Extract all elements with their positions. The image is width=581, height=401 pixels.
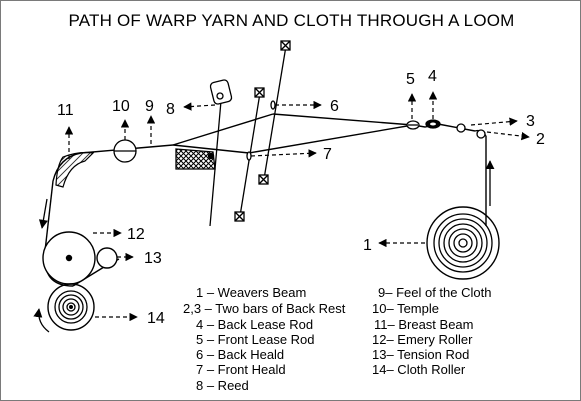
cloth-roller [47, 283, 95, 331]
legend-item: 12– Emery Roller [372, 332, 473, 347]
callout-9: 9 [145, 98, 154, 115]
callout-10: 10 [112, 98, 130, 115]
emery-roller [42, 231, 96, 285]
leader-lines [64, 91, 530, 322]
callout-5: 5 [406, 71, 415, 88]
legend-item: 9– Feel of the Cloth [378, 285, 491, 300]
breast-beam [55, 151, 95, 188]
callout-7: 7 [323, 146, 332, 163]
temple [113, 139, 137, 163]
tension-rod [96, 247, 118, 269]
legend-item: 13– Tension Rod [372, 347, 469, 362]
callout-2: 2 [536, 131, 545, 148]
callout-13: 13 [144, 250, 162, 267]
legend-left: 1 – Weavers Beam 2,3 – Two bars of Back … [183, 285, 346, 393]
legend-item: 8 – Reed [196, 378, 249, 393]
legend-item: 2,3 – Two bars of Back Rest [183, 301, 346, 316]
lease-rods [406, 119, 441, 130]
callout-6: 6 [330, 98, 339, 115]
reed [175, 79, 233, 227]
legend-item: 7 – Front Heald [196, 362, 286, 377]
legend-item: 5 – Front Lease Rod [196, 332, 315, 347]
callout-1: 1 [363, 237, 372, 254]
front-heald [234, 87, 265, 222]
callout-14: 14 [147, 310, 165, 327]
back-rest-bars [456, 123, 486, 139]
diagram-title: PATH OF WARP YARN AND CLOTH THROUGH A LO… [68, 11, 515, 30]
legend-item: 6 – Back Heald [196, 347, 284, 362]
motion-arrows [33, 160, 495, 333]
weavers-beam [426, 206, 500, 280]
callout-8: 8 [166, 101, 175, 118]
callout-3: 3 [526, 113, 535, 130]
legend-item: 4 – Back Lease Rod [196, 317, 313, 332]
legend-item: 1 – Weavers Beam [196, 285, 306, 300]
legend-item: 14– Cloth Roller [372, 362, 466, 377]
legend-item: 10– Temple [372, 301, 439, 316]
callout-4: 4 [428, 68, 437, 85]
legend-right: 9– Feel of the Cloth 10– Temple 11– Brea… [372, 285, 491, 377]
callout-labels: 1 2 3 4 5 6 7 8 9 10 11 12 13 14 [57, 68, 545, 327]
callout-11: 11 [57, 102, 74, 119]
callout-12: 12 [127, 226, 145, 243]
back-heald [258, 40, 291, 185]
legend-item: 11– Breast Beam [374, 317, 473, 332]
